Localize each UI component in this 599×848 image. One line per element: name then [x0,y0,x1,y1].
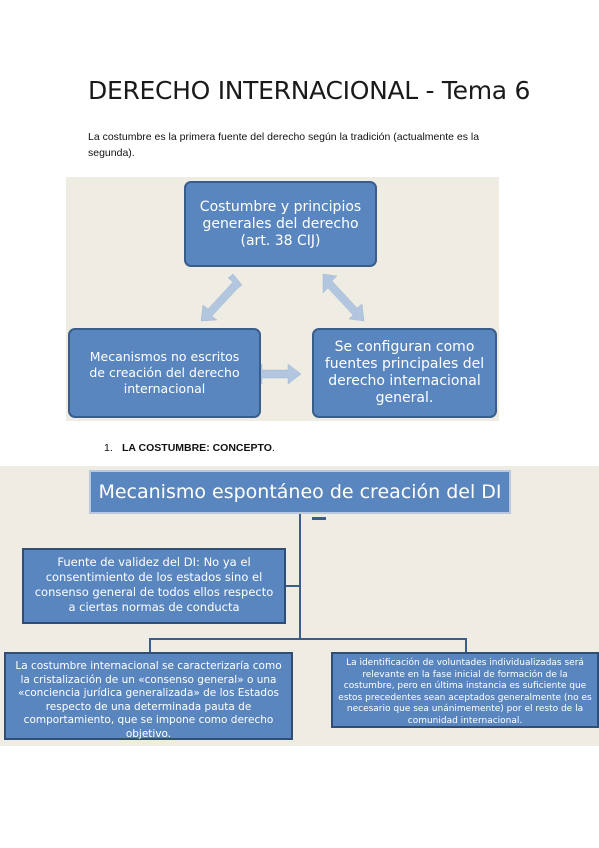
double-arrow-horizontal [248,363,302,385]
page-title: DERECHO INTERNACIONAL - Tema 6 [88,76,531,105]
connector-mid-marker [312,517,326,520]
diagram-arrows [200,273,365,385]
connector-left-drop [149,638,151,652]
connector-right-drop [465,638,467,652]
section-heading-text: LA COSTUMBRE: CONCEPTO [122,442,272,454]
concept-diagram: Mecanismo espontáneo de creación del DI … [0,466,599,746]
section-number: 1. [104,442,113,454]
diagram-box-mecanismos: Mecanismos no escritos de creación del d… [68,328,261,418]
connector-mid-horizontal [286,585,300,587]
diagram-box-identificacion-voluntades: La identificación de voluntades individu… [331,652,599,728]
section-heading: 1. LA COSTUMBRE: CONCEPTO. [104,442,275,454]
diagram-box-costumbre: Costumbre y principios generales del der… [184,181,377,267]
section-heading-suffix: . [271,442,275,454]
connector-horizontal [149,638,466,640]
diagram-box-mecanismo-espontaneo: Mecanismo espontáneo de creación del DI [89,470,511,514]
connector-vertical-top [299,514,301,639]
sources-diagram: Costumbre y principios generales del der… [66,177,499,421]
intro-paragraph: La costumbre es la primera fuente del de… [88,131,480,159]
double-arrow-left-diagonal [200,273,243,322]
diagram-box-fuente-validez: Fuente de validez del DI: No ya el conse… [22,548,286,624]
diagram-box-costumbre-internacional: La costumbre internacional se caracteriz… [4,652,293,740]
diagram-box-fuentes: Se configuran como fuentes principales d… [312,328,497,418]
double-arrow-right-diagonal [322,273,365,322]
